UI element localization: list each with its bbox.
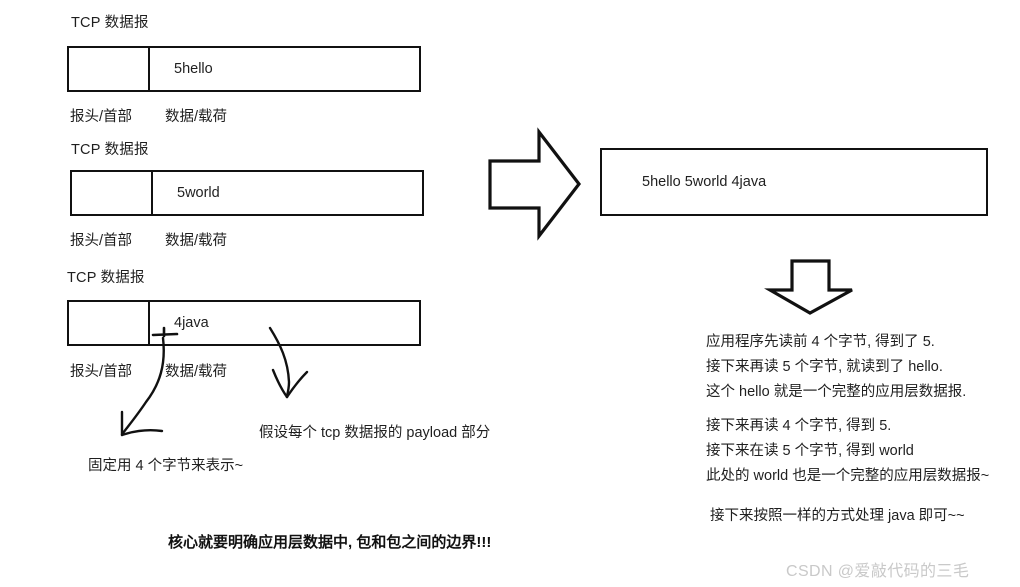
packet-title-2: TCP 数据报 (71, 142, 149, 158)
explanation-group-three: 接下来按照一样的方式处理 java 即可~~ (710, 504, 965, 529)
explanation-line: 这个 hello 就是一个完整的应用层数据报. (706, 384, 967, 400)
packet-payload-text-2: 5world (177, 185, 220, 201)
packet-payload-cell-2: 5world (153, 172, 422, 214)
explanation-group-two: 接下来再读 4 个字节, 得到 5. 接下来在读 5 个字节, 得到 world… (706, 414, 989, 489)
explanation-line: 此处的 world 也是一个完整的应用层数据报~ (706, 468, 990, 484)
down-arrow-icon (764, 259, 853, 315)
packet-payload-cell-3: 4java (150, 302, 419, 344)
packet-payload-label-1: 数据/载荷 (165, 109, 228, 125)
hand-arrow-payload (268, 326, 309, 399)
packet-header-label-1: 报头/首部 (70, 109, 133, 125)
packet-payload-text-3: 4java (174, 315, 209, 331)
packet-title-1: TCP 数据报 (71, 15, 149, 31)
packet-header-cell-3 (69, 302, 150, 344)
explanation-line: 接下来在读 5 个字节, 得到 world (706, 443, 914, 459)
explanation-group-one: 应用程序先读前 4 个字节, 得到了 5. 接下来再读 5 个字节, 就读到了 … (706, 330, 966, 405)
packet-payload-text-1: 5hello (174, 61, 213, 77)
payload-note: 假设每个 tcp 数据报的 payload 部分 (259, 425, 491, 441)
receive-buffer-text: 5hello 5world 4java (642, 174, 767, 190)
csdn-watermark: CSDN @爱敲代码的三毛 (786, 563, 970, 580)
length-prefix-note: 固定用 4 个字节来表示~ (88, 458, 244, 474)
explanation-line: 接下来按照一样的方式处理 java 即可~~ (710, 508, 965, 524)
packet-header-label-2: 报头/首部 (70, 233, 133, 249)
right-arrow-icon (488, 127, 582, 241)
explanation-line: 接下来再读 4 个字节, 得到 5. (706, 418, 892, 434)
hand-arrow-length-prefix (120, 336, 165, 437)
length-prefix-underline-mark (151, 326, 179, 338)
summary-caption: 核心就要明确应用层数据中, 包和包之间的边界!!! (168, 534, 492, 551)
packet-header-label-3: 报头/首部 (70, 364, 133, 380)
packet-box-2: 5world (70, 170, 424, 216)
packet-header-cell-2 (72, 172, 153, 214)
explanation-line: 接下来再读 5 个字节, 就读到了 hello. (706, 359, 943, 375)
packet-payload-cell-1: 5hello (150, 48, 419, 90)
explanation-line: 应用程序先读前 4 个字节, 得到了 5. (706, 334, 935, 350)
packet-payload-label-2: 数据/载荷 (165, 233, 228, 249)
packet-payload-label-3: 数据/载荷 (165, 364, 228, 380)
receive-buffer-box: 5hello 5world 4java (600, 148, 988, 216)
packet-box-3: 4java (67, 300, 421, 346)
packet-title-3: TCP 数据报 (67, 270, 145, 286)
packet-box-1: 5hello (67, 46, 421, 92)
packet-header-cell-1 (69, 48, 150, 90)
